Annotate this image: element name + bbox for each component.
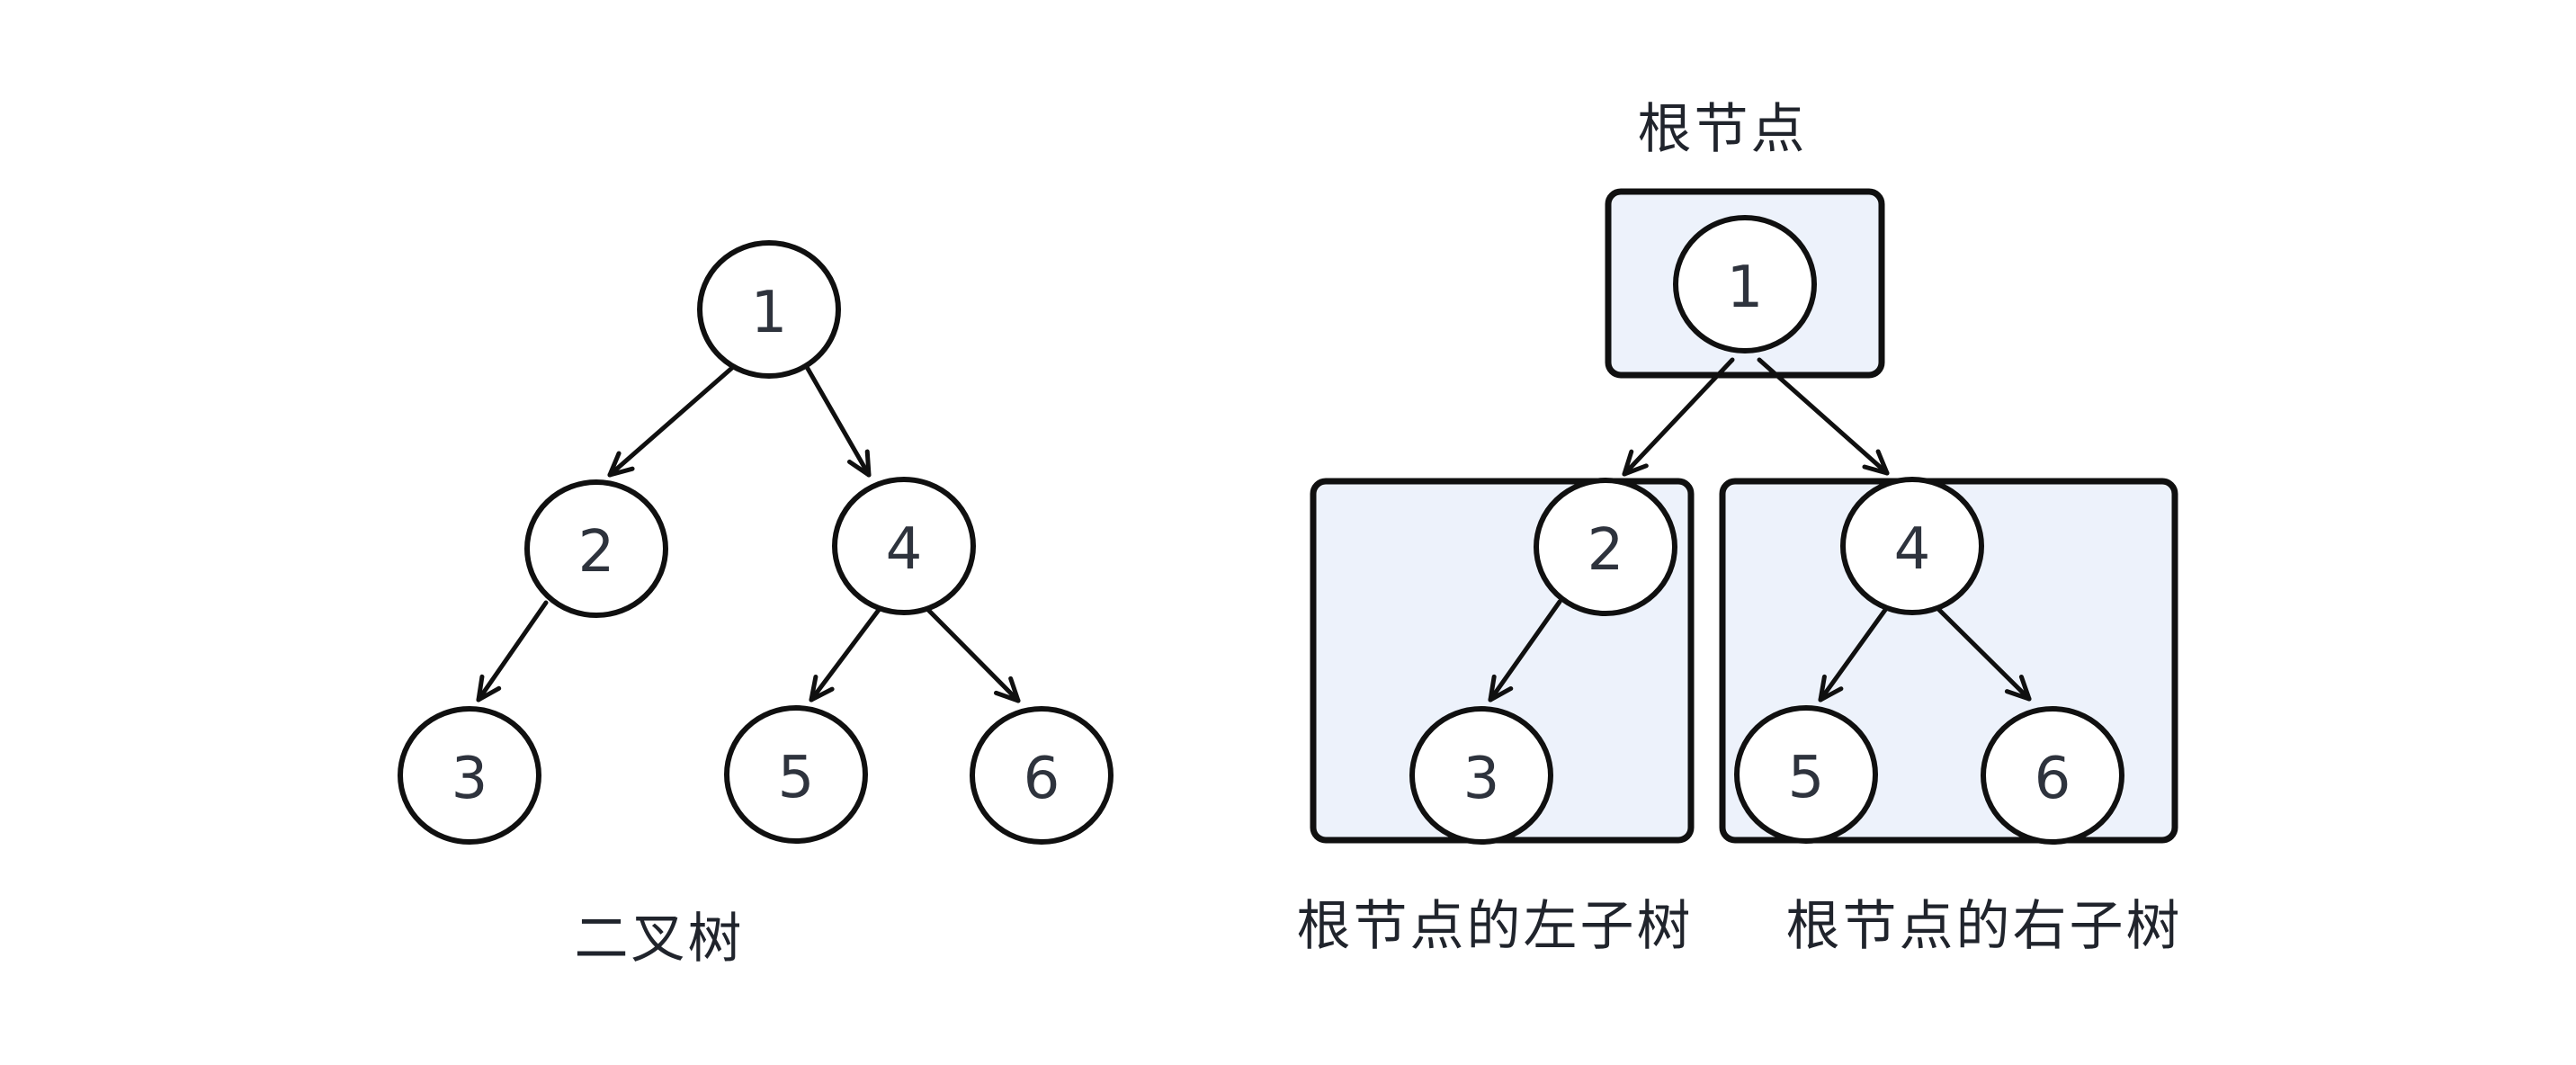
subtree-edge-1-2 bbox=[1622, 357, 1735, 477]
subtree-edge-4-5-arrowhead bbox=[1818, 674, 1827, 703]
subtree-node-circle-2 bbox=[1534, 478, 1677, 616]
subtree-node-circle-6 bbox=[1981, 706, 2124, 845]
tree-edge-4-5-arrowhead bbox=[809, 686, 835, 703]
subtree-edge-4-5-arrowhead bbox=[1818, 686, 1844, 703]
subtree-edge-2-3-arrowhead bbox=[1488, 674, 1497, 703]
tree-edge-1-2 bbox=[607, 364, 736, 478]
subtree-edge-1-4 bbox=[1757, 357, 1890, 476]
tree-node-circle-2 bbox=[524, 479, 668, 618]
subtree-edge-4-6-arrowhead bbox=[2004, 689, 2032, 702]
tree-edge-1-2-arrowhead bbox=[607, 451, 622, 478]
subtree-node-value-2: 2 bbox=[1588, 517, 1624, 584]
subtree-node-circle-5 bbox=[1734, 705, 1878, 844]
subtree-edge-4-6 bbox=[1936, 607, 2032, 702]
tree-node-value-1: 1 bbox=[751, 280, 788, 346]
tree-node-circle-1 bbox=[697, 240, 841, 379]
tree-edge-1-4-arrowhead bbox=[864, 449, 872, 478]
subtree-edge-1-4-arrowhead bbox=[1875, 449, 1890, 476]
tree-edge-4-6-arrowhead bbox=[993, 690, 1021, 703]
tree-edge-4-6-arrowhead bbox=[1008, 676, 1021, 703]
tree-edge-2-3-arrowhead bbox=[476, 685, 502, 703]
subtree-node-circle-1 bbox=[1673, 215, 1817, 354]
tree-edge-2-3 bbox=[476, 600, 549, 703]
tree-node-value-2: 2 bbox=[578, 519, 615, 586]
subtree-node-circle-4 bbox=[1840, 477, 1984, 615]
tree-node-value-4: 4 bbox=[886, 516, 923, 583]
tree-edge-1-4-arrowhead bbox=[846, 459, 872, 478]
root-node-label: 根节点 bbox=[1638, 98, 1808, 161]
subtree-edge-1-2-arrowhead bbox=[1622, 463, 1649, 477]
subtree-node-value-6: 6 bbox=[2035, 746, 2071, 812]
binary-tree-caption: 二叉树 bbox=[575, 908, 745, 971]
tree-node-value-5: 5 bbox=[778, 745, 815, 811]
tree-edge-1-4 bbox=[804, 364, 872, 478]
right-subtree-caption: 根节点的右子树 bbox=[1786, 895, 2183, 958]
tree-node-circle-6 bbox=[970, 706, 1114, 845]
tree-node-circle-3 bbox=[398, 706, 541, 845]
left-subtree-caption: 根节点的左子树 bbox=[1297, 895, 1694, 958]
tree-edge-2-3-arrowhead bbox=[476, 674, 485, 703]
tree-node-value-6: 6 bbox=[1024, 746, 1060, 812]
tree-edge-4-5 bbox=[809, 607, 881, 703]
tree-edge-1-2-arrowhead bbox=[607, 466, 635, 478]
tree-node-circle-4 bbox=[832, 477, 976, 615]
tree-node-value-3: 3 bbox=[452, 746, 488, 812]
subtree-node-value-5: 5 bbox=[1788, 745, 1825, 811]
subtree-edge-4-5 bbox=[1818, 607, 1888, 703]
tree-edge-4-5-arrowhead bbox=[809, 674, 818, 703]
subtree-edge-4-6-arrowhead bbox=[2018, 674, 2032, 702]
subtree-edge-1-2-arrowhead bbox=[1622, 449, 1634, 477]
subtree-node-value-4: 4 bbox=[1894, 516, 1931, 583]
tree-node-circle-5 bbox=[724, 705, 868, 844]
subtree-node-value-1: 1 bbox=[1727, 255, 1764, 321]
subtree-node-circle-3 bbox=[1409, 706, 1553, 845]
subtree-node-value-3: 3 bbox=[1463, 746, 1500, 812]
subtree-edge-2-3-arrowhead bbox=[1488, 685, 1514, 703]
subtree-edge-1-4-arrowhead bbox=[1862, 464, 1890, 476]
tree-edge-4-6 bbox=[926, 607, 1021, 703]
subtree-edge-2-3 bbox=[1488, 599, 1562, 703]
